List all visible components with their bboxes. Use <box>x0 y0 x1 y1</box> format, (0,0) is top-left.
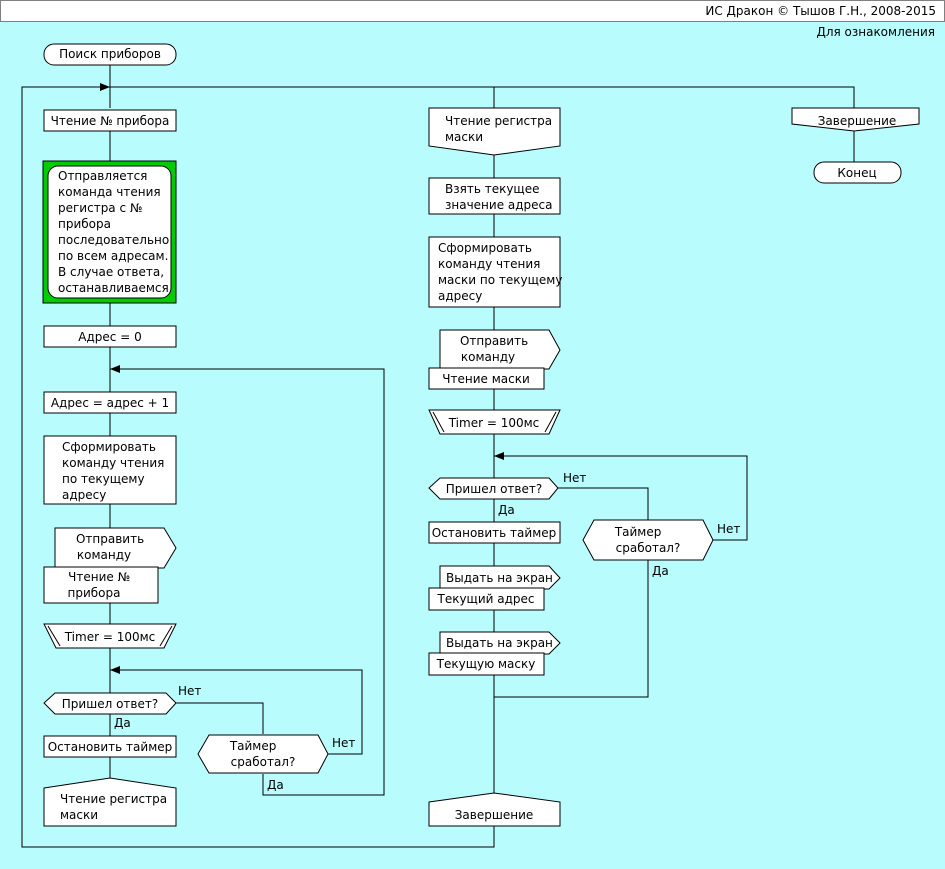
addr-zero-text: Адрес = 0 <box>78 330 141 344</box>
no-label: Нет <box>332 736 355 750</box>
timer2-text: Timer = 100мс <box>448 416 540 430</box>
branch-finish-text: Завершение <box>818 114 897 128</box>
start-terminator <box>43 43 177 66</box>
no-label: Нет <box>178 684 201 698</box>
timer2-question-text: Таймер сработал? <box>614 525 681 555</box>
form-cmd-box <box>43 435 177 505</box>
timer-question <box>197 734 329 774</box>
form-mask-cmd-text: Сформировать команду чтения маски по тек… <box>438 241 566 303</box>
address-finish <box>428 792 561 827</box>
branch-finish <box>791 107 920 132</box>
send-mask-cmd-text: Отправить команду <box>460 334 532 364</box>
col2-wait-loop <box>494 455 748 541</box>
take-addr-text: Взять текущее значение адреса <box>445 182 553 212</box>
title-bar: ИС Дракон © Тышов Г.Н., 2008-2015 <box>0 0 945 22</box>
address-finish-text: Завершение <box>455 808 534 822</box>
output2-text: Выдать на экран <box>446 636 553 650</box>
yes-label: Да <box>652 564 669 578</box>
output2-param-box <box>428 652 545 676</box>
output1-shape <box>439 565 561 590</box>
col2-yes-branch <box>494 560 649 698</box>
addr-inc-box <box>43 391 177 414</box>
branch-read-mask-text: Чтение регистра маски <box>445 114 556 144</box>
answer2-question-text: Пришел ответ? <box>446 482 542 496</box>
branch-read-id-box <box>43 109 177 132</box>
output2-shape <box>439 631 561 655</box>
form-cmd-text: Сформировать команду чтения по текущему … <box>62 440 168 502</box>
end-terminator <box>813 161 902 184</box>
send-mask-cmd-shape <box>439 329 561 370</box>
output1-param-text: Текущий адрес <box>436 592 534 606</box>
answer-question <box>43 692 177 715</box>
send-cmd-text: Отправить команду <box>76 532 148 562</box>
comment-box <box>47 165 172 299</box>
no-label: Нет <box>717 522 740 536</box>
send-param-box <box>43 566 159 604</box>
output1-param-box <box>428 587 545 611</box>
address-read-mask-text: Чтение регистра маски <box>60 792 171 822</box>
address-read-mask <box>43 777 177 827</box>
timer-shape <box>43 623 177 649</box>
watermark-note: Для ознакомления <box>816 25 935 39</box>
timer-question-text: Таймер сработал? <box>229 739 296 769</box>
stop-timer2-box <box>428 521 561 544</box>
output1-text: Выдать на экран <box>446 571 553 585</box>
answer-question-text: Пришел ответ? <box>62 697 158 711</box>
timer2-shape <box>428 409 561 435</box>
send-mask-param-text: Чтение маски <box>442 372 530 386</box>
take-addr-box <box>428 177 561 215</box>
yes-label: Да <box>498 503 515 517</box>
col1-wait-loop <box>110 669 363 755</box>
addr-zero-box <box>43 325 177 348</box>
main-loop-line <box>21 86 855 848</box>
branch-read-mask <box>428 107 561 156</box>
timer2-question <box>582 519 714 561</box>
branch-read-id-text: Чтение № прибора <box>51 114 170 128</box>
addr-inc-text: Адрес = адрес + 1 <box>51 396 169 410</box>
send-cmd-shape <box>54 527 177 569</box>
app-title: ИС Дракон © Тышов Г.Н., 2008-2015 <box>705 4 936 18</box>
output2-param-text: Текущую маску <box>436 657 536 671</box>
col1-no-branch <box>174 702 264 734</box>
comment-text: Отправляется команда чтения регистра с №… <box>58 169 173 295</box>
stop-timer-text: Остановить таймер <box>48 740 173 754</box>
timer-text: Timer = 100мс <box>64 630 156 644</box>
form-mask-cmd-box <box>428 236 561 308</box>
end-text: Конец <box>837 166 876 180</box>
col2-no-branch <box>558 487 649 520</box>
yes-label: Да <box>114 716 131 730</box>
stop-timer2-text: Остановить таймер <box>432 526 557 540</box>
yes-label: Да <box>267 778 284 792</box>
send-param-text: Чтение № прибора <box>68 570 134 600</box>
col1-loop-line <box>110 368 385 796</box>
no-label: Нет <box>563 471 586 485</box>
send-mask-param-box <box>428 367 545 390</box>
start-text: Поиск приборов <box>59 47 161 61</box>
stop-timer-box <box>43 735 177 758</box>
answer2-question <box>428 477 559 500</box>
